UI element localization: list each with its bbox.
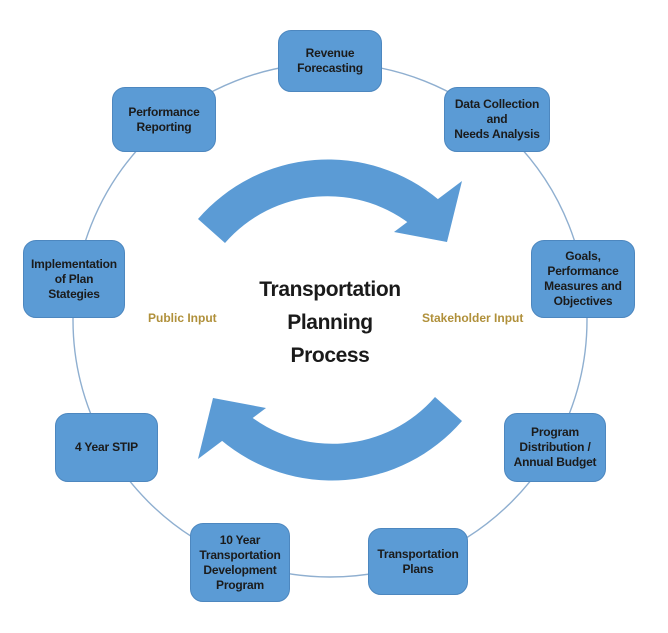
node-program-distribution-annual-budget: Program Distribution / Annual Budget <box>504 413 606 482</box>
node-performance-reporting: Performance Reporting <box>112 87 216 152</box>
node-revenue-forecasting: Revenue Forecasting <box>278 30 382 92</box>
node-data-collection-needs-analysis: Data Collection and Needs Analysis <box>444 87 550 152</box>
public-input-label: Public Input <box>148 311 217 325</box>
clockwise-arrow-bottom-icon <box>198 397 462 481</box>
node-4-year-stip: 4 Year STIP <box>55 413 158 482</box>
node-10-year-transportation-development-program: 10 Year Transportation Development Progr… <box>190 523 290 602</box>
clockwise-arrow-top-icon <box>198 159 462 243</box>
node-transportation-plans: Transportation Plans <box>368 528 468 595</box>
diagram-title: Transportation Planning Process <box>259 278 401 367</box>
node-goals-performance-measures-objectives: Goals, Performance Measures and Objectiv… <box>531 240 635 318</box>
node-implementation-of-plan-stategies: Implementation of Plan Stategies <box>23 240 125 318</box>
stakeholder-input-label: Stakeholder Input <box>422 311 524 325</box>
